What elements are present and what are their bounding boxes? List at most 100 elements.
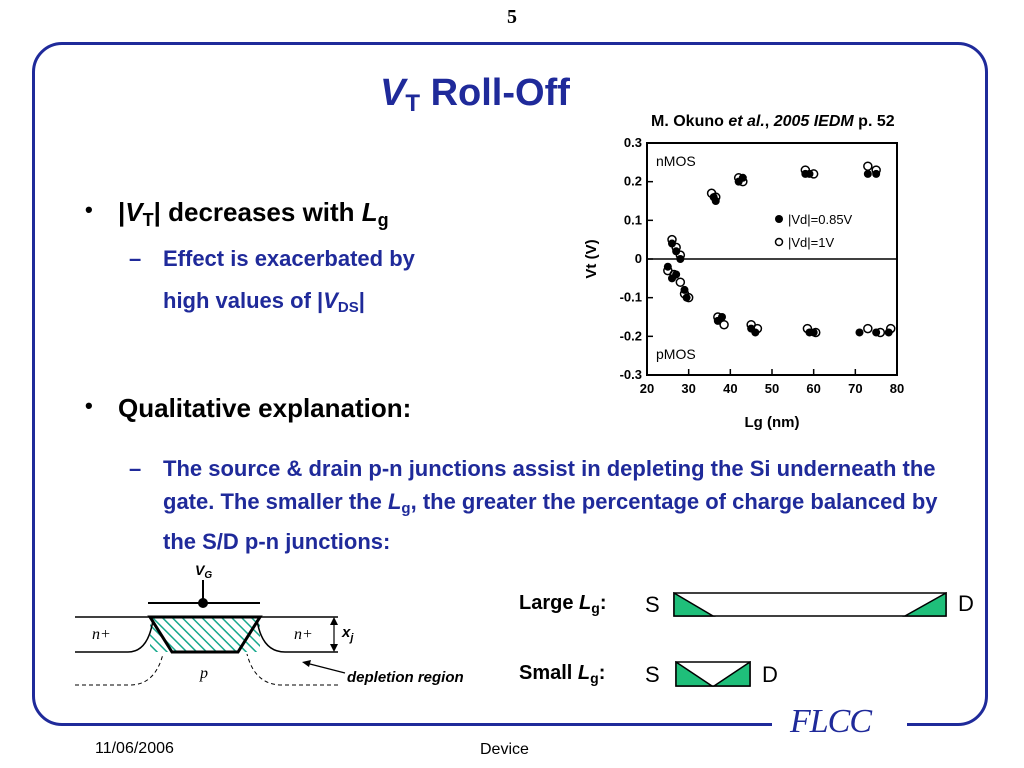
sub-bullet-exacerbated: –Effect is exacerbated by: [129, 246, 415, 271]
y-tick-label: 0.3: [624, 135, 642, 150]
small-right-depletion: [711, 661, 751, 687]
annotation-nmos: nMOS: [656, 153, 696, 169]
x-tick-label: 40: [723, 381, 737, 396]
y-tick-label: 0.1: [624, 212, 642, 227]
depletion-pointer: [305, 662, 346, 674]
depletion-edge-left: [75, 653, 164, 686]
data-point-vd-085: [863, 169, 872, 178]
junction-right: [256, 619, 338, 653]
title-text: Roll-Off: [430, 72, 570, 114]
slide-frame: [32, 42, 988, 726]
data-point-vd-1: [800, 165, 811, 175]
data-point-vd-1: [863, 161, 873, 171]
data-point-vd-1: [871, 165, 881, 175]
small-lg-label: Small Lg:: [519, 662, 606, 686]
sub-bullet-dash: –: [129, 246, 142, 271]
legend-label-0: |Vd|=0.85V: [788, 212, 853, 227]
sub-bullet-junctions: –The source & drain p-n junctions assist…: [129, 452, 973, 558]
data-point-vd-1: [719, 319, 729, 330]
depletion-hatch: [150, 617, 260, 652]
small-source-label: S: [645, 662, 660, 687]
x-tick-label: 20: [640, 381, 654, 396]
data-point-vd-1: [675, 277, 686, 287]
data-point-vd-1: [738, 176, 748, 187]
citation: M. Okuno et al., 2005 IEDM p. 52: [651, 113, 895, 131]
xj-arrow-head-up: [330, 617, 338, 625]
title-symbol: V: [380, 72, 406, 114]
vt-rolloff-chart: 20 30 40 50 60 70 80 0.3 0.2 0.1 0 -0.1 -0.2 -0.3 nM…: [583, 135, 904, 431]
y-tick-label: -0.3: [620, 367, 642, 382]
data-points: [663, 161, 896, 338]
legend: |Vd|=0.85V |Vd|=1V: [774, 212, 853, 250]
lg-symbol: L: [361, 197, 378, 227]
data-point-vd-1: [875, 327, 886, 338]
large-channel-box: [673, 592, 947, 617]
data-point-vd-1: [711, 192, 721, 202]
mosfet-cross-section: VG n+ n+ p xj depletion region: [75, 562, 464, 686]
footer-label: Device: [480, 741, 529, 758]
small-lg-channel: [675, 661, 751, 687]
citation-venue: 2005 IEDM: [773, 113, 854, 130]
x-axis-label: Lg (nm): [745, 414, 800, 431]
data-point-vd-1: [669, 269, 679, 280]
data-point-vd-1: [713, 312, 723, 322]
large-drain-label: D: [958, 591, 974, 616]
legend-marker-filled: [775, 215, 783, 223]
data-point-vd-1: [808, 169, 819, 179]
n-plus-right-label: n+: [294, 626, 313, 643]
annotation-pmos: pMOS: [656, 346, 696, 362]
x-tick-label: 80: [890, 381, 904, 396]
junction-depth-label: xj: [341, 624, 354, 644]
data-point-vd-1: [863, 323, 873, 334]
y-tick-label: 0: [635, 251, 642, 266]
bullet-dot: •: [85, 393, 93, 418]
bullet-qualitative: •Qualitative explanation:: [85, 393, 412, 423]
y-tick-label: -0.1: [620, 290, 642, 305]
slide-title: VT Roll-Off: [380, 72, 570, 118]
x-tick-label: 50: [765, 381, 779, 396]
data-point-vd-085: [855, 328, 864, 337]
depletion-trapezoid: [147, 615, 263, 654]
large-lg-channel: [673, 592, 947, 617]
data-point-vd-1: [671, 242, 681, 253]
data-point-vd-1: [886, 323, 896, 334]
citation-sep: ,: [764, 113, 774, 130]
vds-symbol: V: [323, 288, 338, 313]
x-ticks: 20 30 40 50 60 70 80: [640, 369, 904, 396]
data-point-vd-1: [752, 323, 763, 334]
large-source-label: S: [645, 592, 660, 617]
data-point-vd-1: [683, 292, 694, 303]
xj-arrow-head-down: [330, 644, 338, 652]
bullet-vt-decreases: •|VT| decreases with Lg: [85, 197, 389, 230]
legend-marker-open: [774, 237, 784, 247]
footer-logo: FLCC: [790, 703, 872, 740]
x-tick-label: 30: [681, 381, 695, 396]
large-lg-label: Large Lg:: [519, 592, 607, 616]
large-right-depletion: [902, 592, 947, 617]
substrate-label: p: [199, 665, 208, 682]
junction-left: [75, 619, 154, 653]
data-point-vd-1: [811, 327, 821, 338]
x-tick-label: 70: [848, 381, 862, 396]
n-plus-left-label: n+: [92, 626, 111, 643]
page-number: 5: [507, 6, 517, 28]
citation-page: p. 52: [853, 113, 895, 130]
title-subscript: T: [405, 90, 421, 117]
large-left-depletion: [673, 592, 716, 617]
y-tick-label: -0.2: [620, 328, 642, 343]
citation-author: M. Okuno: [651, 113, 729, 130]
y-axis-label: Vt (V): [583, 239, 600, 278]
sub-bullet-vds: high values of |VDS|: [163, 288, 365, 316]
footer-date: 11/06/2006: [95, 740, 174, 757]
sub-bullet-dash: –: [129, 456, 142, 481]
depletion-region-label: depletion region: [347, 669, 464, 686]
small-left-depletion: [675, 661, 715, 687]
data-point-vd-1: [675, 250, 686, 260]
x-tick-label: 60: [806, 381, 820, 396]
gate-voltage-label: VG: [195, 562, 212, 581]
bullet-dot: •: [85, 197, 93, 222]
data-point-vd-1: [667, 234, 677, 245]
depletion-edge-right: [246, 653, 338, 686]
y-tick-label: 0.2: [624, 174, 642, 189]
vt-symbol: V: [125, 197, 143, 227]
